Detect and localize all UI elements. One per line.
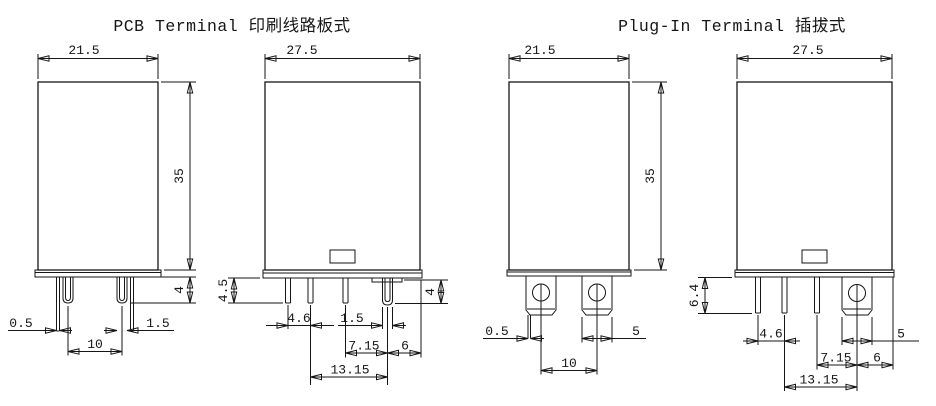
dim-plug-front-width: 21.5 <box>524 43 555 58</box>
pcb-side-view: 27.5 4.5 4 4.6 1.5 7.15 6 13.15 <box>216 43 448 385</box>
plug-side-pins <box>755 277 873 391</box>
dim-pcb-front-pin-width: 1.5 <box>146 316 169 331</box>
dim-plug-front-height: 35 <box>643 168 658 184</box>
pcb-side-dimensions: 27.5 4.5 4 4.6 1.5 7.15 6 13.15 <box>216 43 448 385</box>
pcb-front-outline <box>34 81 162 278</box>
plug-side-dimensions: 27.5 6.4 4.6 5 7.15 6 13.15 <box>687 43 919 391</box>
plug-front-blades <box>525 276 613 375</box>
dim-pcb-side-width: 27.5 <box>286 43 317 58</box>
dim-plug-side-edge-offset: 6 <box>873 351 881 366</box>
pcb-side-pins <box>285 278 393 306</box>
dim-pcb-side-pitch-a: 7.15 <box>348 339 379 354</box>
plug-side-view: 27.5 6.4 4.6 5 7.15 6 13.15 <box>687 43 919 391</box>
pcb-front-view: 21.5 35 4 0.5 1.5 10 <box>8 43 196 356</box>
dim-plug-front-blade-width: 5 <box>632 324 640 339</box>
dim-pcb-front-height: 35 <box>172 168 187 184</box>
dim-pcb-side-pin-width: 1.5 <box>340 311 363 326</box>
dim-plug-side-pin-gap: 4.6 <box>759 327 782 342</box>
dim-pcb-front-width: 21.5 <box>68 43 99 58</box>
dim-plug-front-blade-thickness: 0.5 <box>485 324 508 339</box>
pcb-front-pins <box>56 277 134 332</box>
pcb-terminal-title: PCB Terminal 印刷线路板式 <box>113 16 350 36</box>
plug-front-view: 21.5 35 0.5 5 10 <box>483 43 667 375</box>
plug-front-outline <box>506 81 632 277</box>
pcb-side-outline <box>262 81 423 283</box>
marking-window <box>801 249 828 264</box>
dim-pcb-front-pin-pitch: 10 <box>87 337 103 352</box>
marking-window <box>329 249 356 264</box>
dim-plug-front-blade-pitch: 10 <box>561 356 577 371</box>
dim-pcb-front-pin-thickness: 0.5 <box>9 316 32 331</box>
dim-plug-side-width: 27.5 <box>792 43 823 58</box>
dim-pcb-side-pitch-b: 13.15 <box>330 363 369 378</box>
dim-pcb-side-pin-length: 4.5 <box>216 279 231 302</box>
dim-plug-side-blade-width: 5 <box>897 327 905 342</box>
dim-pcb-side-edge-offset: 6 <box>401 339 409 354</box>
plug-in-terminal-title: Plug-In Terminal 插拔式 <box>618 16 846 36</box>
plug-front-dimensions: 21.5 35 0.5 5 10 <box>483 43 667 374</box>
dim-plug-side-terminal-length: 6.4 <box>687 284 702 308</box>
dim-pcb-side-pin-length-right: 4 <box>423 288 438 296</box>
dim-pcb-side-pin-gap: 4.6 <box>287 311 310 326</box>
dim-pcb-front-pin-protrusion: 4 <box>172 286 187 294</box>
dim-plug-side-pitch-b: 13.15 <box>799 373 838 388</box>
pcb-front-dimensions: 21.5 35 4 0.5 1.5 10 <box>8 43 196 356</box>
dim-plug-side-pitch-a: 7.15 <box>820 351 851 366</box>
plug-side-outline <box>734 81 895 278</box>
